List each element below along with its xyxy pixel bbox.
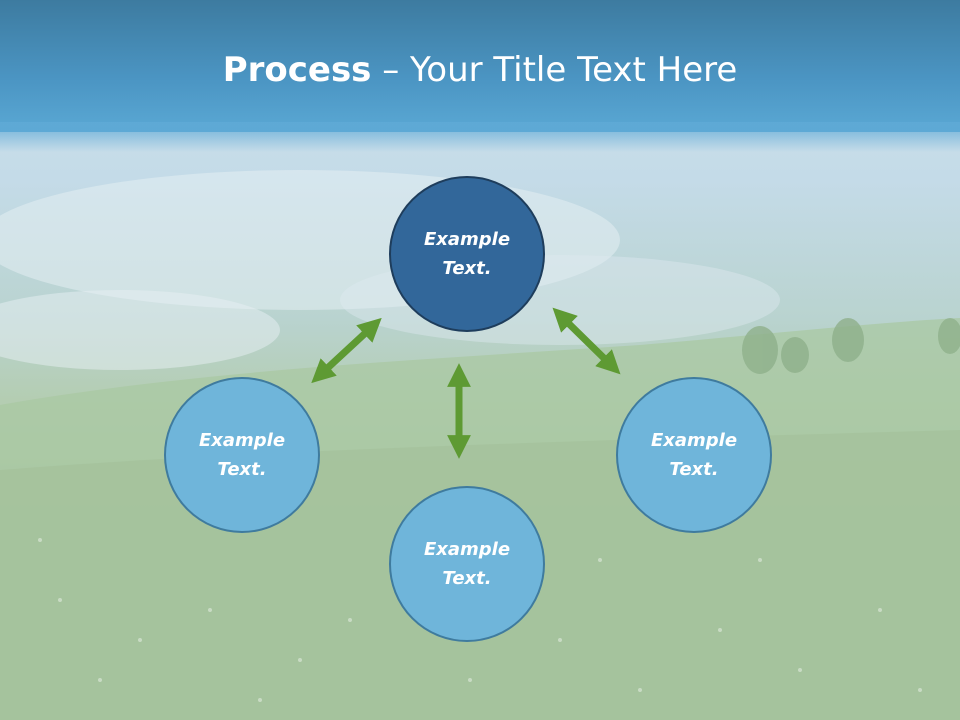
arrow-top-right <box>552 307 621 375</box>
node-top-line1: Example <box>423 229 511 250</box>
node-right-line1: Example <box>650 430 738 451</box>
node-right-line2: Text. <box>669 459 719 480</box>
arrow-top-left <box>311 317 382 384</box>
title-bold: Process <box>222 50 372 90</box>
node-top-line2: Text. <box>442 258 492 279</box>
process-node-bottom: Example Text. <box>389 486 545 642</box>
process-node-top: Example Text. <box>389 176 545 332</box>
node-bottom-line1: Example <box>423 539 511 560</box>
slide-title: Process – Your Title Text Here <box>0 50 960 90</box>
node-left-line1: Example <box>198 430 286 451</box>
process-node-right: Example Text. <box>616 377 772 533</box>
node-bottom-line2: Text. <box>442 568 492 589</box>
node-left-line2: Text. <box>217 459 267 480</box>
title-rest: – Your Title Text Here <box>371 50 738 90</box>
header-fade <box>0 122 960 152</box>
header-band <box>0 0 960 132</box>
process-node-left: Example Text. <box>164 377 320 533</box>
